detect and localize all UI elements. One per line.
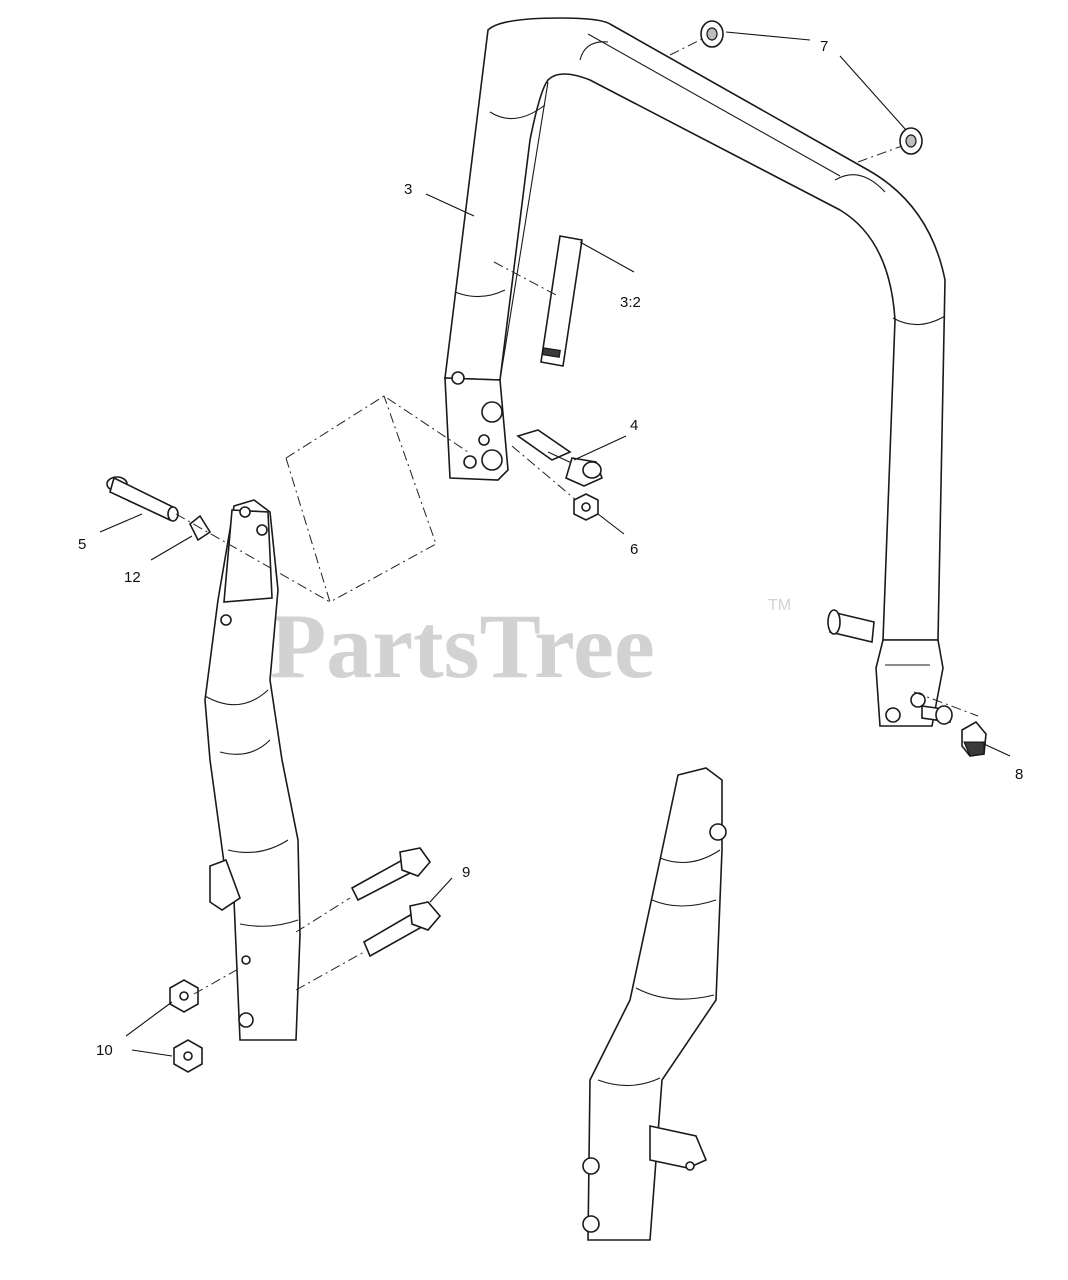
cap-7-lower[interactable] [899,127,923,155]
callout-labels: 3 3:2 4 5 6 7 8 9 10 12 [78,38,1023,1059]
clip-8[interactable] [961,720,987,757]
callout-5: 5 [78,536,86,553]
clevis-pin-5[interactable] [106,476,179,522]
hex-nut-10-upper[interactable] [169,979,199,1013]
callout-10: 10 [96,1042,113,1059]
right-pin[interactable] [827,609,875,643]
callout-3: 3 [404,181,412,198]
cap-7-upper[interactable] [700,20,724,48]
callout-12: 12 [124,569,141,586]
bolt-right[interactable] [921,705,953,725]
bolt-9-upper[interactable] [350,847,432,902]
roll-bar-hoop[interactable] [444,17,946,727]
assembly-lines [175,37,979,995]
callout-6: 6 [630,541,638,558]
hex-nut-6[interactable] [573,493,599,521]
watermark: PartsTree TM [270,595,791,697]
watermark-text: PartsTree [270,595,655,697]
pin-assembly[interactable] [516,429,604,487]
callout-4: 4 [630,417,638,434]
callout-7: 7 [820,38,828,55]
roll-bar-leg-right[interactable] [582,767,727,1241]
roll-bar-leg-left[interactable] [204,499,301,1041]
callout-9: 9 [462,864,470,881]
callout-8: 8 [1015,766,1023,783]
watermark-trademark: TM [768,597,791,614]
hex-nut-10-lower[interactable] [173,1039,203,1073]
leader-lines [99,31,1011,1057]
bolt-9-lower[interactable] [362,901,442,958]
callout-3-2: 3:2 [620,294,641,311]
